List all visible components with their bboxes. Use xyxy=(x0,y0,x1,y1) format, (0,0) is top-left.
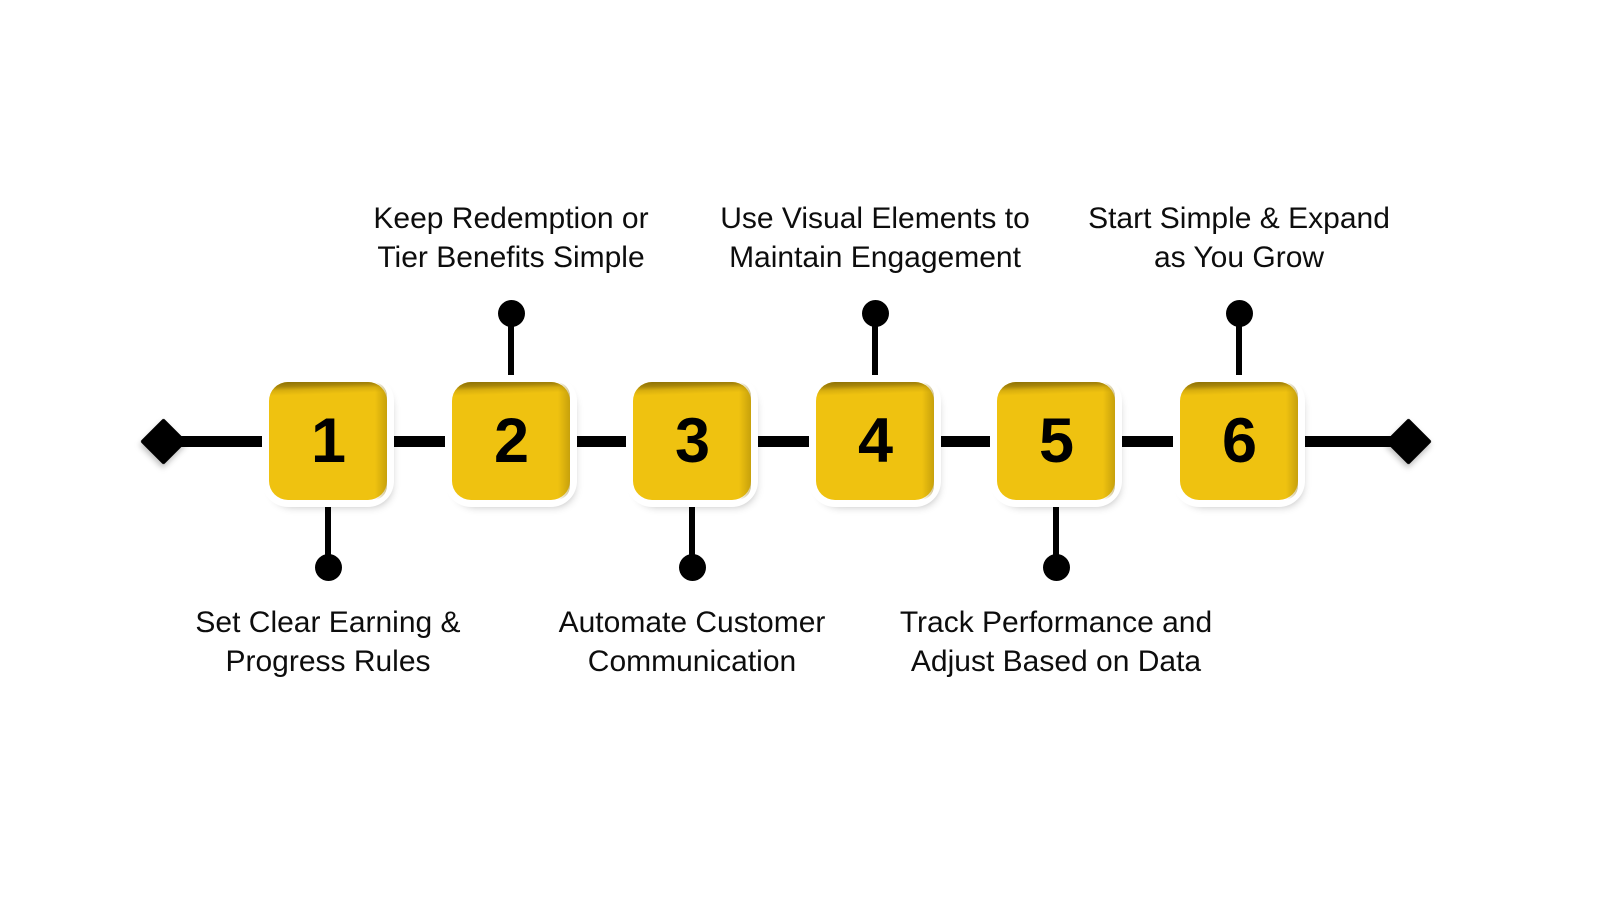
step-label-2: Keep Redemption or Tier Benefits Simple xyxy=(373,202,649,274)
connector-line-7 xyxy=(1298,435,1408,447)
step-node-2[interactable]: 2 xyxy=(452,382,570,500)
step-node-1[interactable]: 1 xyxy=(269,382,387,500)
step-label-3: Automate Customer Communication xyxy=(558,606,826,678)
step-node-6[interactable]: 6 xyxy=(1180,382,1298,500)
step-connector-dot-5 xyxy=(1042,553,1070,581)
step-number-1: 1 xyxy=(310,405,346,476)
step-number-6: 6 xyxy=(1221,405,1257,476)
step-connector-stem-4 xyxy=(872,313,878,375)
connector-line-6 xyxy=(1115,435,1180,447)
step-number-5: 5 xyxy=(1038,405,1074,476)
step-number-2: 2 xyxy=(493,405,529,476)
step-connector-dot-2 xyxy=(497,299,525,327)
end-diamond-marker xyxy=(1384,417,1432,465)
connector-line-2 xyxy=(387,435,452,447)
step-connector-dot-1 xyxy=(314,553,342,581)
connector-line-5 xyxy=(934,435,997,447)
connector-line-1 xyxy=(163,435,269,447)
step-label-1: Set Clear Earning & Progress Rules xyxy=(195,606,461,678)
step-number-4: 4 xyxy=(857,405,893,476)
step-connector-stem-2 xyxy=(508,313,514,375)
connector-line-4 xyxy=(751,435,816,447)
start-diamond-marker xyxy=(139,417,187,465)
step-connector-dot-3 xyxy=(678,553,706,581)
connector-line-3 xyxy=(570,435,633,447)
step-node-3[interactable]: 3 xyxy=(633,382,751,500)
step-connector-dot-6 xyxy=(1225,299,1253,327)
step-label-6: Start Simple & Expand as You Grow xyxy=(1088,202,1390,274)
step-connector-stem-1 xyxy=(325,507,331,567)
step-connector-stem-3 xyxy=(689,507,695,567)
step-label-5: Track Performance and Adjust Based on Da… xyxy=(899,606,1213,678)
step-node-4[interactable]: 4 xyxy=(816,382,934,500)
step-label-4: Use Visual Elements to Maintain Engageme… xyxy=(720,202,1030,274)
step-node-5[interactable]: 5 xyxy=(997,382,1115,500)
step-connector-stem-6 xyxy=(1236,313,1242,375)
step-number-3: 3 xyxy=(674,405,710,476)
step-connector-stem-5 xyxy=(1053,507,1059,567)
step-connector-dot-4 xyxy=(861,299,889,327)
